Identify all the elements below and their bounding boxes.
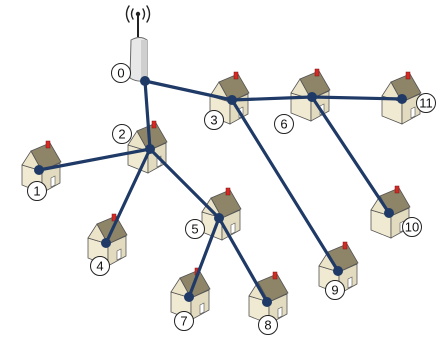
hub-dot-4	[101, 238, 111, 248]
hub-dot-2	[145, 144, 155, 154]
node-label-1-circle	[27, 181, 47, 201]
node-label-1-text: 1	[33, 184, 40, 199]
hub-dot-11	[397, 94, 407, 104]
node-label-8-text: 8	[264, 318, 271, 333]
houses-layer	[21, 68, 422, 325]
house-3-chimney	[233, 71, 239, 80]
node-label-9-text: 9	[331, 283, 338, 298]
house-1-roof	[30, 142, 62, 172]
hub-dot-7	[184, 292, 194, 302]
link-5-7	[187, 216, 221, 299]
link-3-9	[230, 98, 340, 273]
node-label-10: 10	[402, 217, 422, 237]
node-label-0-text: 0	[117, 66, 124, 81]
hub-dot-5	[214, 213, 224, 223]
house-7-door	[199, 302, 205, 315]
link-5-8	[217, 216, 269, 304]
node-label-4-circle	[90, 256, 110, 276]
link-2-1	[37, 147, 152, 172]
link-2-4	[104, 147, 152, 245]
house-6-chimney	[314, 68, 320, 77]
signal-wave-0	[130, 8, 134, 20]
link-3-6	[230, 95, 314, 102]
node-label-2-circle	[112, 124, 132, 144]
node-label-10-text: 10	[405, 220, 419, 235]
node-label-9: 9	[325, 280, 345, 300]
node-label-7-text: 7	[180, 314, 187, 329]
node-label-2-text: 2	[118, 127, 125, 142]
link-0-3	[143, 79, 234, 102]
node-label-5-text: 5	[191, 222, 198, 237]
hub-dot-3	[227, 95, 237, 105]
node-label-0-circle	[111, 63, 131, 83]
house-4-chimney	[111, 213, 117, 222]
house-11-chimney	[405, 71, 411, 80]
house-5-chimney	[225, 187, 231, 196]
node-label-5-circle	[185, 219, 205, 239]
signal-wave-3	[146, 5, 151, 23]
node-label-6-text: 6	[280, 117, 287, 132]
node-label-4: 4	[90, 256, 110, 276]
house-10-chimney	[394, 185, 400, 194]
link-0-2	[143, 79, 152, 151]
node-label-3-text: 3	[210, 113, 217, 128]
house-8-roof	[257, 273, 289, 303]
node-label-7: 7	[174, 311, 194, 331]
tower-shade	[141, 40, 147, 82]
node-label-1: 1	[27, 181, 47, 201]
house-11	[381, 71, 422, 125]
labels-layer: 0 1 2 3 4 5 6 7 8 9 10 11	[27, 63, 436, 335]
house-5-roof	[210, 189, 242, 219]
node-label-6: 6	[274, 114, 294, 134]
links-layer	[34, 76, 407, 307]
antenna-tip	[135, 11, 141, 17]
hub-dot-1	[34, 165, 44, 175]
house-1-door	[50, 175, 56, 188]
node-label-9-circle	[325, 280, 345, 300]
house-3-roof	[218, 73, 250, 103]
house-6-roof	[299, 70, 331, 100]
node-label-3: 3	[204, 110, 224, 130]
house-4-door	[116, 248, 122, 261]
house-8-chimney	[272, 271, 278, 280]
node-label-11-text: 11	[419, 96, 433, 111]
hub-dot-8	[262, 297, 272, 307]
house-8-door	[277, 306, 283, 319]
house-3	[209, 71, 250, 125]
node-label-6-circle	[274, 114, 294, 134]
node-label-7-circle	[174, 311, 194, 331]
node-label-11-circle	[416, 93, 436, 113]
hub-dot-6	[307, 92, 317, 102]
house-9-door	[347, 276, 353, 289]
node-label-2: 2	[112, 124, 132, 144]
signal-wave-1	[125, 5, 130, 23]
hub-dot-0	[140, 76, 150, 86]
node-label-3-circle	[204, 110, 224, 130]
house-5-door	[230, 222, 236, 235]
house-2-chimney	[151, 120, 157, 129]
house-9-chimney	[342, 241, 348, 250]
house-11-roof	[390, 73, 422, 103]
link-6-10	[310, 95, 391, 215]
hub-dot-9	[333, 266, 343, 276]
signal-wave-2	[142, 8, 146, 20]
node-label-0: 0	[111, 63, 131, 83]
node-label-4-text: 4	[96, 259, 103, 274]
hub-dot-10	[384, 208, 394, 218]
link-2-5	[148, 147, 221, 220]
house-1-chimney	[45, 140, 51, 149]
node-label-10-circle	[402, 217, 422, 237]
node-label-8: 8	[258, 315, 278, 335]
node-label-11: 11	[416, 93, 436, 113]
node-label-8-circle	[258, 315, 278, 335]
node-label-5: 5	[185, 219, 205, 239]
link-6-11	[310, 95, 404, 101]
house-11-door	[410, 106, 416, 119]
